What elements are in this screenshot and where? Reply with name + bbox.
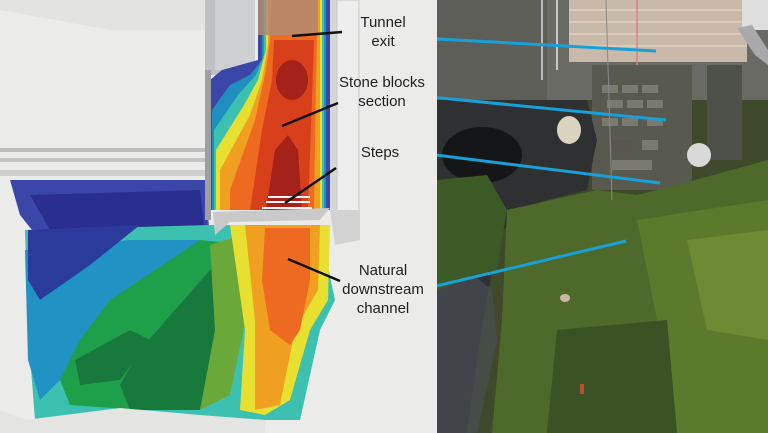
- leader-channel-photo: [437, 239, 627, 288]
- leader-steps: [284, 166, 337, 205]
- leader-channel: [287, 257, 341, 283]
- label-stone-blocks-section: Stone blocks section: [339, 74, 425, 110]
- label-tunnel-exit: Tunnel exit: [360, 14, 406, 50]
- label-steps: Steps: [360, 144, 400, 161]
- leader-stone-blocks-photo: [437, 96, 667, 122]
- leader-steps-photo: [437, 153, 661, 185]
- cfd-render: [0, 0, 360, 420]
- leader-stone-blocks: [281, 101, 339, 128]
- leader-tunnel-exit-photo: [437, 37, 657, 53]
- aerial-photo: [437, 0, 768, 433]
- label-natural-downstream-channel: Natural downstream channel: [342, 262, 424, 317]
- leader-tunnel-exit: [291, 30, 343, 38]
